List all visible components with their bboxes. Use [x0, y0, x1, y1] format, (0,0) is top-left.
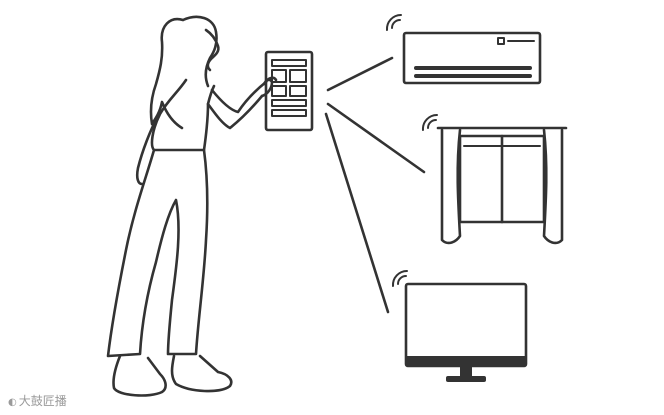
tv-bezel	[406, 356, 526, 366]
connection-lines	[324, 56, 426, 314]
tablet-tile-4	[289, 85, 307, 97]
ac-indicator	[497, 37, 505, 45]
tv-neck	[460, 366, 472, 376]
wifi-wave-small	[397, 275, 407, 285]
air-conditioner-icon	[385, 13, 542, 85]
watermark-text: 大鼓匠播	[18, 394, 67, 408]
left-arm	[135, 110, 162, 186]
tv-monitor-icon	[391, 269, 528, 382]
tablet-bar-top	[271, 59, 307, 67]
woman-figure	[106, 15, 278, 397]
left-shoe	[112, 354, 167, 397]
tablet-frame	[264, 50, 314, 132]
curtain-icon	[421, 113, 568, 245]
tablet-tile-3	[271, 85, 287, 97]
right-arm	[206, 80, 268, 130]
tablet-icon	[264, 50, 314, 132]
tablet-bar-mid	[271, 99, 307, 107]
wifi-wave-small	[391, 19, 401, 29]
tablet-tile-2	[289, 69, 307, 83]
curtain-right	[542, 128, 564, 245]
tv-screen	[404, 282, 528, 368]
ac-body	[402, 31, 542, 85]
tv-stand	[446, 376, 486, 382]
wifi-wave-large	[385, 13, 402, 31]
link-to-ac	[326, 56, 394, 92]
tablet-bar-bottom	[271, 109, 307, 117]
wifi-wave-small	[427, 119, 437, 129]
ac-vent-2	[414, 74, 532, 78]
face	[204, 28, 220, 72]
ac-vent-1	[414, 66, 532, 70]
tablet-tile-1	[271, 69, 287, 83]
link-to-tv	[324, 112, 390, 314]
watermark: ◐大鼓匠播	[8, 392, 67, 409]
torso	[150, 78, 216, 152]
wifi-wave-large	[391, 269, 408, 287]
link-to-curtains	[326, 102, 426, 174]
watermark-logo-icon: ◐	[8, 397, 17, 408]
hair	[149, 15, 218, 130]
pants	[106, 148, 209, 358]
curtain-left	[440, 128, 462, 245]
right-shoe	[170, 354, 233, 393]
wifi-wave-large	[421, 113, 438, 131]
